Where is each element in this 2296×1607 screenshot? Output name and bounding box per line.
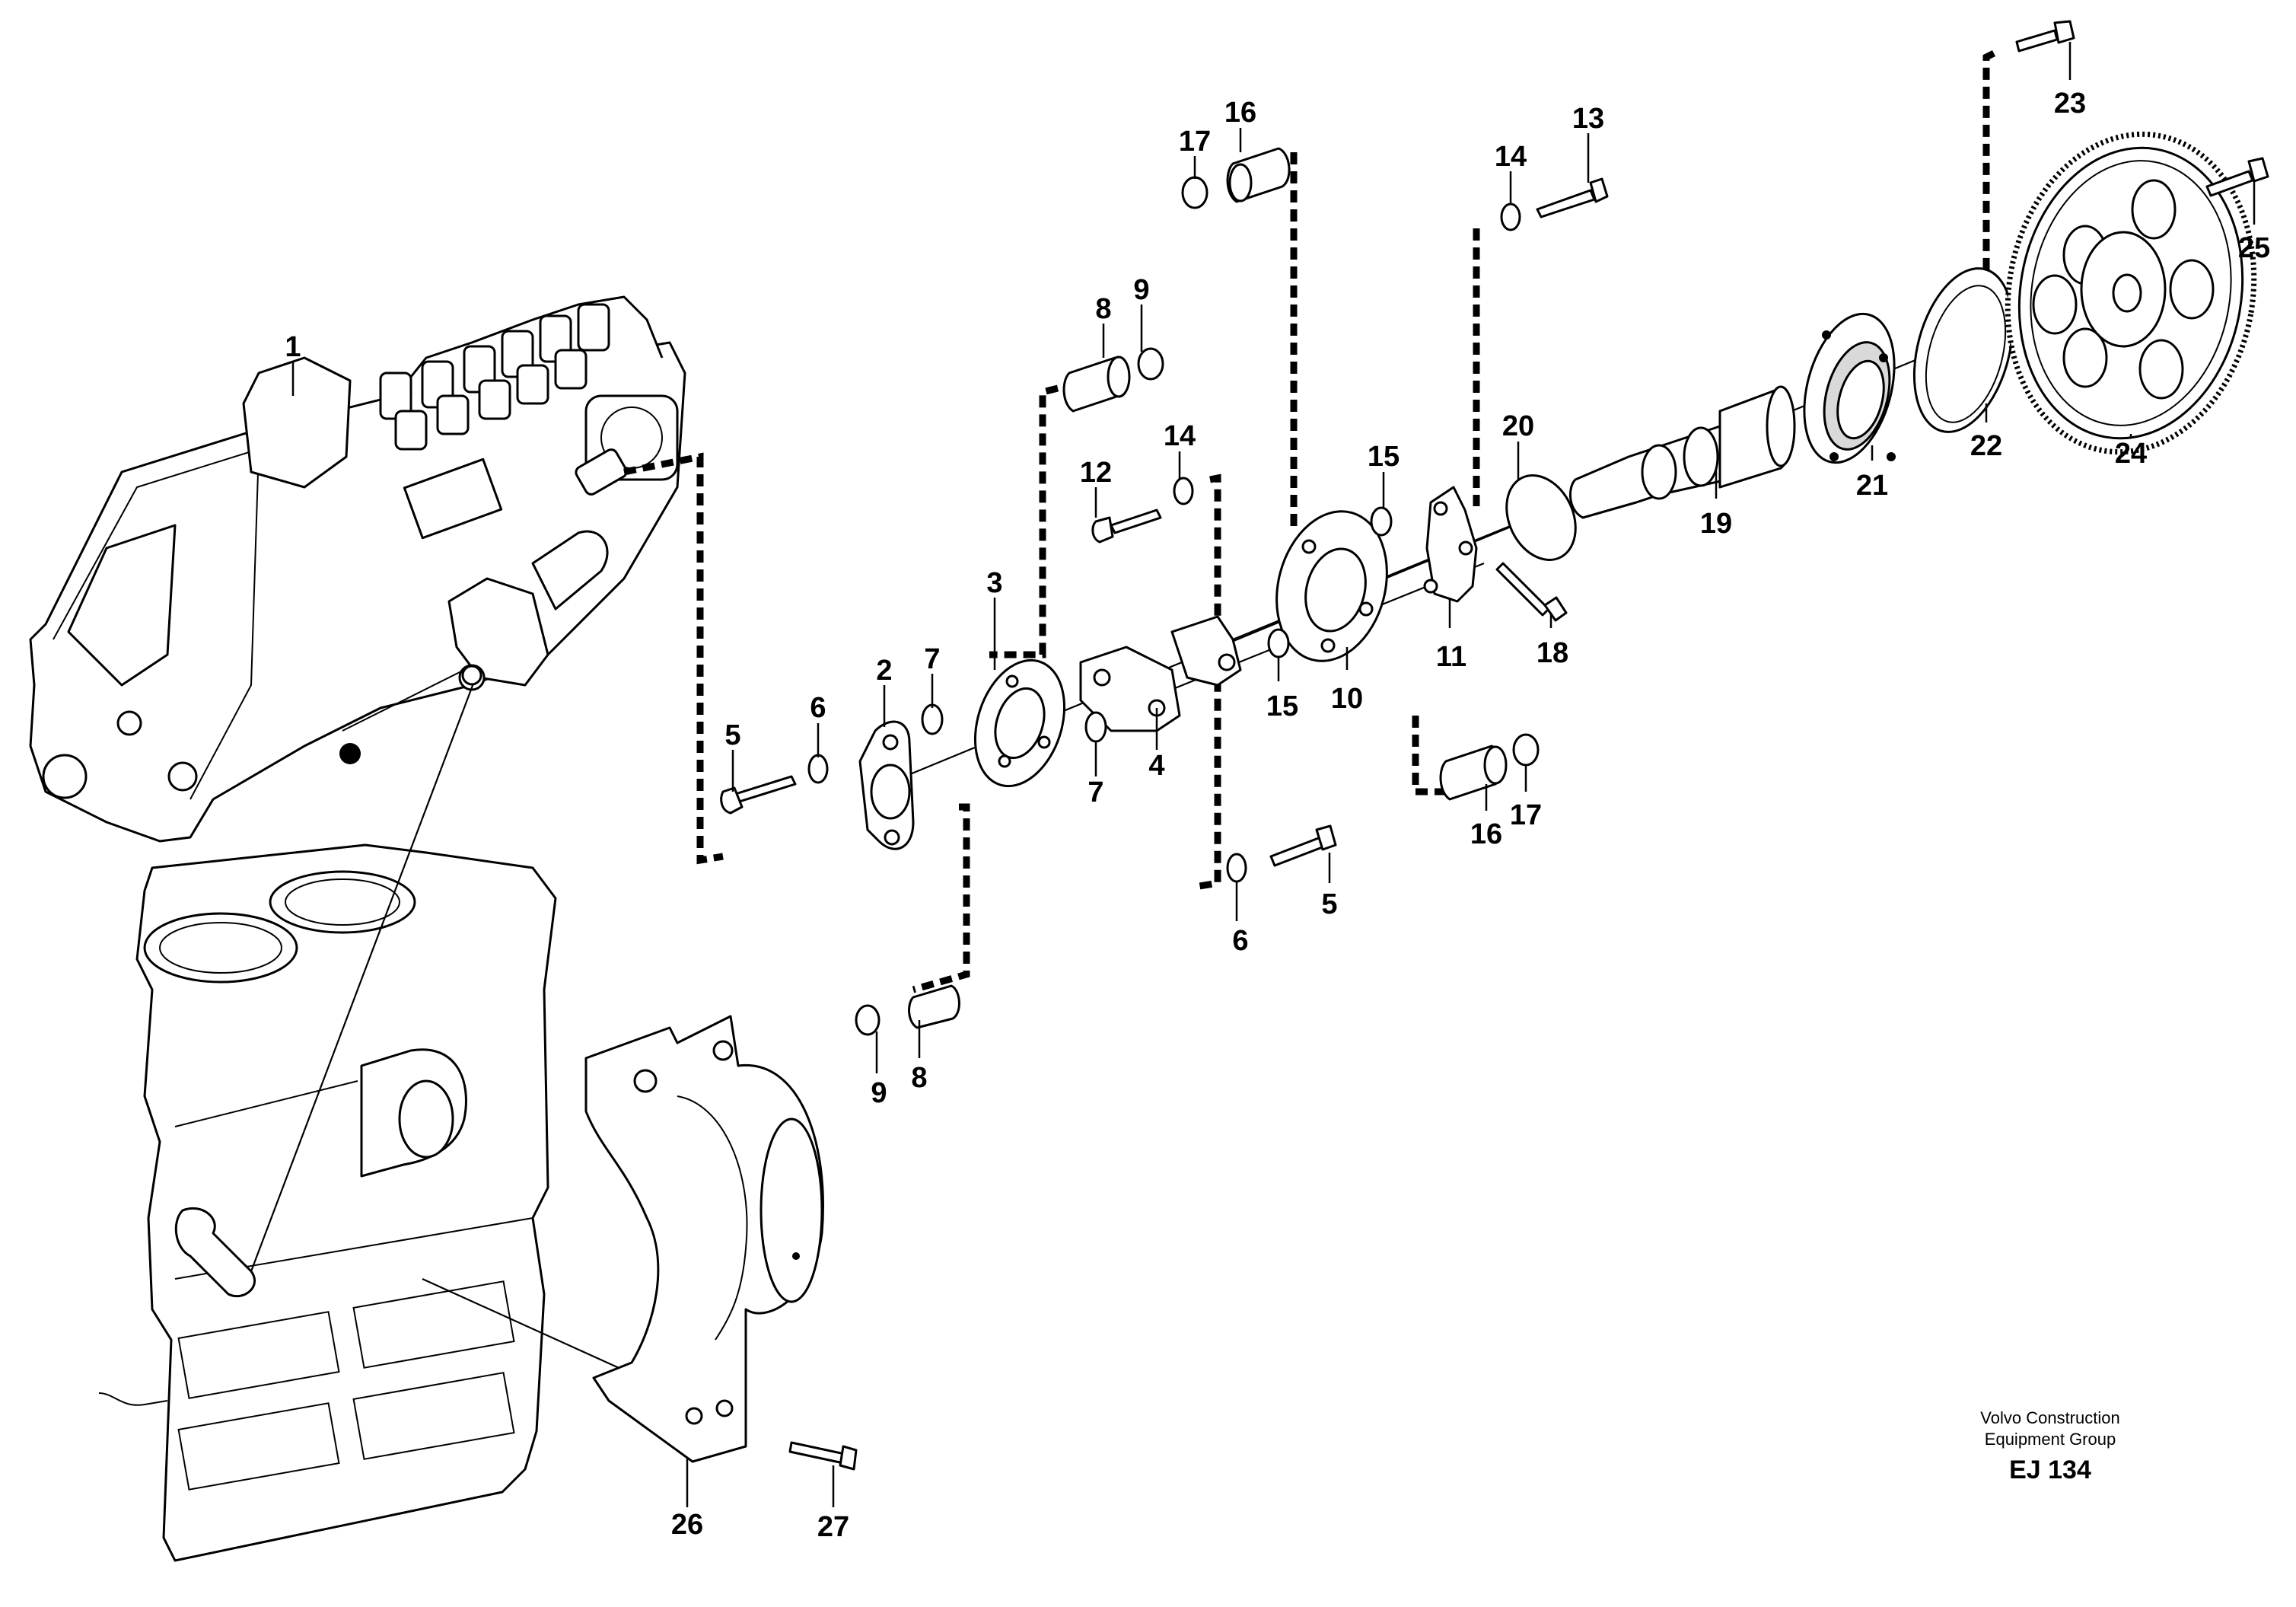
callout-9-lower: 9 bbox=[871, 1077, 887, 1109]
callout-4: 4 bbox=[1148, 750, 1164, 782]
callout-7-lower: 7 bbox=[1087, 776, 1103, 808]
gasket bbox=[1912, 267, 2014, 433]
callout-21: 21 bbox=[1856, 470, 1888, 502]
engine-block bbox=[98, 843, 557, 1562]
bracket-bolt-leader bbox=[422, 1277, 625, 1372]
callout-12: 12 bbox=[1080, 457, 1112, 489]
drawing-code: EJ 134 bbox=[2009, 1456, 2091, 1484]
company-name-line2: Equipment Group bbox=[1985, 1430, 2116, 1449]
callout-19: 19 bbox=[1700, 508, 1732, 540]
injection-pump bbox=[29, 295, 686, 843]
bearing-housing bbox=[1803, 312, 1896, 464]
callout-8-lower: 8 bbox=[911, 1062, 927, 1094]
callout-6-left: 6 bbox=[810, 692, 826, 724]
drawing-footer: Volvo Construction Equipment Group EJ 13… bbox=[1980, 1408, 2119, 1484]
support-bracket bbox=[1423, 486, 1478, 603]
callout-16-upper: 16 bbox=[1224, 97, 1256, 129]
callout-13: 13 bbox=[1572, 103, 1604, 135]
callout-24: 24 bbox=[2115, 438, 2147, 470]
coupling-flange bbox=[858, 720, 915, 850]
callout-14-right: 14 bbox=[1495, 141, 1527, 173]
callout-23: 23 bbox=[2054, 88, 2086, 120]
callout-15-lower: 15 bbox=[1266, 690, 1298, 722]
pump-bolt-leader bbox=[250, 677, 477, 1272]
callout-26: 26 bbox=[671, 1509, 703, 1541]
callout-17-upper: 17 bbox=[1179, 126, 1211, 158]
drive-shaft bbox=[1568, 385, 1796, 519]
callout-9-upper: 9 bbox=[1133, 274, 1149, 306]
callout-25: 25 bbox=[2238, 232, 2270, 264]
callout-6-lower: 6 bbox=[1232, 925, 1248, 957]
callout-numbers: 1 2 3 4 5 6 7 7 8 9 12 14 15 15 10 11 18… bbox=[285, 88, 2270, 1543]
callout-8-upper: 8 bbox=[1095, 293, 1111, 325]
company-name-line1: Volvo Construction bbox=[1980, 1408, 2119, 1427]
callout-leaders bbox=[291, 42, 2256, 1507]
callout-2: 2 bbox=[876, 655, 892, 687]
callout-3: 3 bbox=[986, 567, 1002, 599]
callout-15-upper: 15 bbox=[1368, 441, 1400, 473]
coupling-disc bbox=[973, 658, 1066, 788]
callout-14-left: 14 bbox=[1164, 420, 1196, 452]
callout-20: 20 bbox=[1502, 410, 1534, 442]
callout-17-lower: 17 bbox=[1510, 799, 1542, 831]
drive-plate bbox=[1275, 510, 1388, 662]
coupling-hub bbox=[1079, 615, 1242, 732]
callout-18: 18 bbox=[1537, 637, 1568, 669]
callout-22: 22 bbox=[1970, 430, 2002, 462]
clamp-bracket bbox=[584, 1015, 824, 1463]
callout-7-upper: 7 bbox=[924, 643, 940, 675]
o-ring bbox=[1505, 474, 1577, 561]
callout-27: 27 bbox=[817, 1511, 849, 1543]
callout-16-lower: 16 bbox=[1470, 818, 1502, 850]
callout-10: 10 bbox=[1331, 683, 1363, 715]
callout-1: 1 bbox=[285, 331, 301, 363]
injector-outlets bbox=[379, 303, 610, 451]
callout-5-lower: 5 bbox=[1321, 888, 1337, 920]
callout-5-left: 5 bbox=[724, 719, 740, 751]
drive-gear bbox=[2005, 131, 2257, 455]
callout-11: 11 bbox=[1436, 641, 1466, 673]
